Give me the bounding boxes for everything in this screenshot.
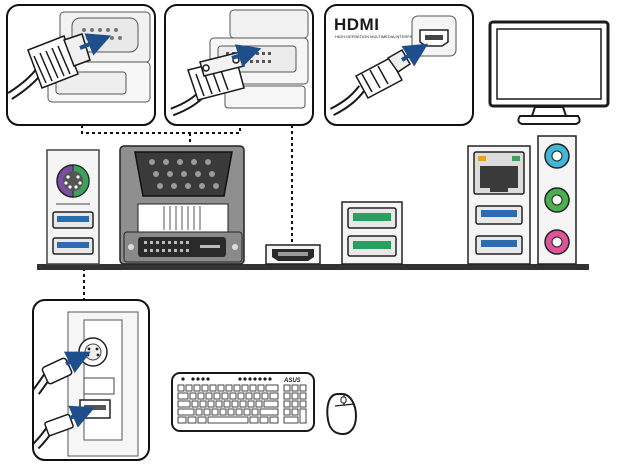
usb-port-icon — [52, 211, 94, 229]
usb3-stack — [341, 201, 403, 265]
vga-connection-callout — [6, 4, 156, 126]
ps2-port-icon — [78, 337, 108, 367]
rj45-port-icon — [473, 151, 525, 195]
ps2-usb-connection-callout — [32, 299, 150, 461]
vga-dvi-stack — [119, 145, 245, 265]
audio-stack — [537, 135, 577, 265]
leader-lines — [81, 125, 293, 300]
vga-cable-icon — [7, 33, 91, 100]
usb-port-icon — [79, 399, 111, 419]
usb-port-icon — [347, 207, 397, 229]
mouse-icon — [326, 393, 358, 436]
board-edge — [37, 264, 589, 270]
usb-port-icon — [347, 235, 397, 257]
dvi-connection-callout — [164, 4, 314, 126]
audio-jack-icon — [544, 187, 570, 213]
vga-port-icon — [134, 151, 233, 197]
usb-port-icon — [475, 205, 523, 225]
rear-panel — [37, 135, 589, 270]
usb-port-icon — [52, 237, 94, 255]
usb-port-icon — [475, 235, 523, 255]
lan-usb-stack — [467, 145, 531, 265]
keyboard-brand: ASUS — [283, 378, 301, 384]
hdmi-logo: HDMI — [334, 15, 379, 34]
hdmi-tagline: HIGH-DEFINITION MULTIMEDIA INTERFACE — [335, 34, 418, 39]
dvi-port-icon — [123, 231, 243, 263]
ps2-port-icon — [56, 164, 90, 198]
audio-jack-icon — [544, 143, 570, 169]
keyboard-icon: ASUS — [171, 372, 315, 432]
hdmi-port-panel — [411, 15, 457, 57]
ps2-usb-stack — [46, 149, 100, 265]
hdmi-connection-callout: HDMI HIGH-DEFINITION MULTIMEDIA INTERFAC… — [324, 4, 474, 126]
audio-jack-icon — [544, 229, 570, 255]
hdmi-port-icon — [265, 244, 321, 265]
monitor-icon — [488, 20, 610, 125]
